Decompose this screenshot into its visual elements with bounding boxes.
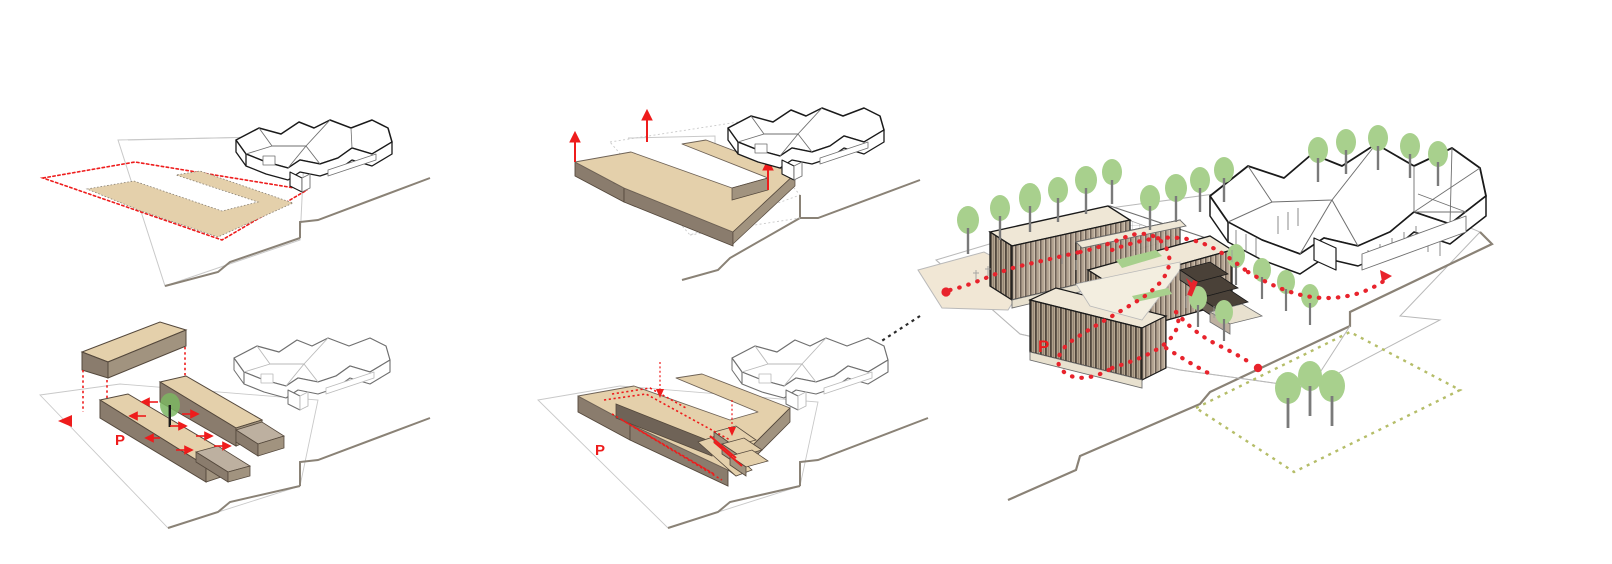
- route-end-dot: [1253, 363, 1263, 373]
- access-path-dotted: [880, 315, 921, 343]
- tree-icon: [1214, 157, 1234, 202]
- entry-triangle-icon: [58, 415, 72, 427]
- existing-building-wireframe: [731, 337, 889, 411]
- existing-building-wireframe: [235, 119, 393, 193]
- route-lower-return: [1109, 309, 1181, 371]
- parking-label-panel3: P: [115, 432, 125, 449]
- route-arrow-entry: [1380, 270, 1392, 282]
- circulation-routes: [603, 387, 743, 481]
- tree-row-top: [957, 159, 1122, 254]
- panel-circulation-ramp: P: [537, 337, 929, 529]
- tree-icon: [1048, 177, 1068, 222]
- extrusion-arrow-2: [641, 108, 653, 142]
- tree-icon: [1336, 129, 1356, 174]
- terrain-edge: [1007, 231, 1494, 502]
- bar-steps: [195, 421, 285, 483]
- tree-icon: [1308, 137, 1328, 182]
- tree-icon: [1019, 183, 1041, 232]
- tree-icon: [1165, 174, 1187, 222]
- tree-icon: [1319, 370, 1345, 426]
- route-tail: [1163, 345, 1217, 379]
- tree-icon: [1140, 185, 1160, 230]
- panel-final-proposal: P: [880, 125, 1494, 502]
- route-entry: [947, 249, 1083, 293]
- tree-icon: [957, 206, 979, 254]
- tree-icon: [160, 393, 180, 427]
- vertical-drop-lines: [659, 362, 733, 432]
- tree-icon: [990, 195, 1010, 240]
- extruded-volume: [574, 139, 796, 247]
- panel-volume-splitting: P: [39, 321, 431, 529]
- tree-icon: [1428, 141, 1448, 186]
- floating-bar: [80, 321, 188, 379]
- existing-building-wireframe: [727, 107, 885, 181]
- circulation-routes: [947, 231, 1391, 380]
- extrusion-arrow-1: [569, 130, 581, 162]
- tree-icon: [1075, 166, 1097, 214]
- tree-icon: [1102, 159, 1122, 204]
- panel-volume-extrusion: [569, 107, 921, 281]
- tree-cluster-foreground: [1275, 361, 1345, 428]
- route-start-dot: [941, 287, 951, 297]
- tree-icon: [1190, 167, 1210, 212]
- spread-arrows: [128, 397, 232, 455]
- tree-row-right: [1308, 125, 1448, 186]
- people-markers: [973, 250, 1233, 318]
- tree-icon: [1368, 125, 1388, 170]
- route-courtyard-loop: [1056, 231, 1172, 380]
- tree-row-mid: [1140, 157, 1234, 230]
- tree-icon: [1215, 300, 1233, 341]
- courtyard-green-strip: [1116, 250, 1162, 268]
- future-plot-boundary: [1193, 330, 1463, 474]
- courtyard-green-strip-2: [1132, 288, 1172, 302]
- parking-label-panel4: P: [595, 442, 605, 459]
- route-marker-stair: [1187, 279, 1198, 297]
- existing-building-wireframe: [233, 337, 391, 411]
- tree-icon: [1298, 361, 1322, 416]
- parking-label-panel5: P: [1038, 337, 1049, 356]
- panel-site-footprint: [39, 119, 431, 287]
- drop-arrow-1: [656, 389, 664, 398]
- existing-building-wireframe: [1209, 143, 1487, 275]
- drop-arrow-2: [728, 427, 736, 436]
- tree-icon: [1275, 372, 1301, 428]
- building-footprint: [85, 170, 295, 238]
- tree-icon: [1400, 133, 1420, 178]
